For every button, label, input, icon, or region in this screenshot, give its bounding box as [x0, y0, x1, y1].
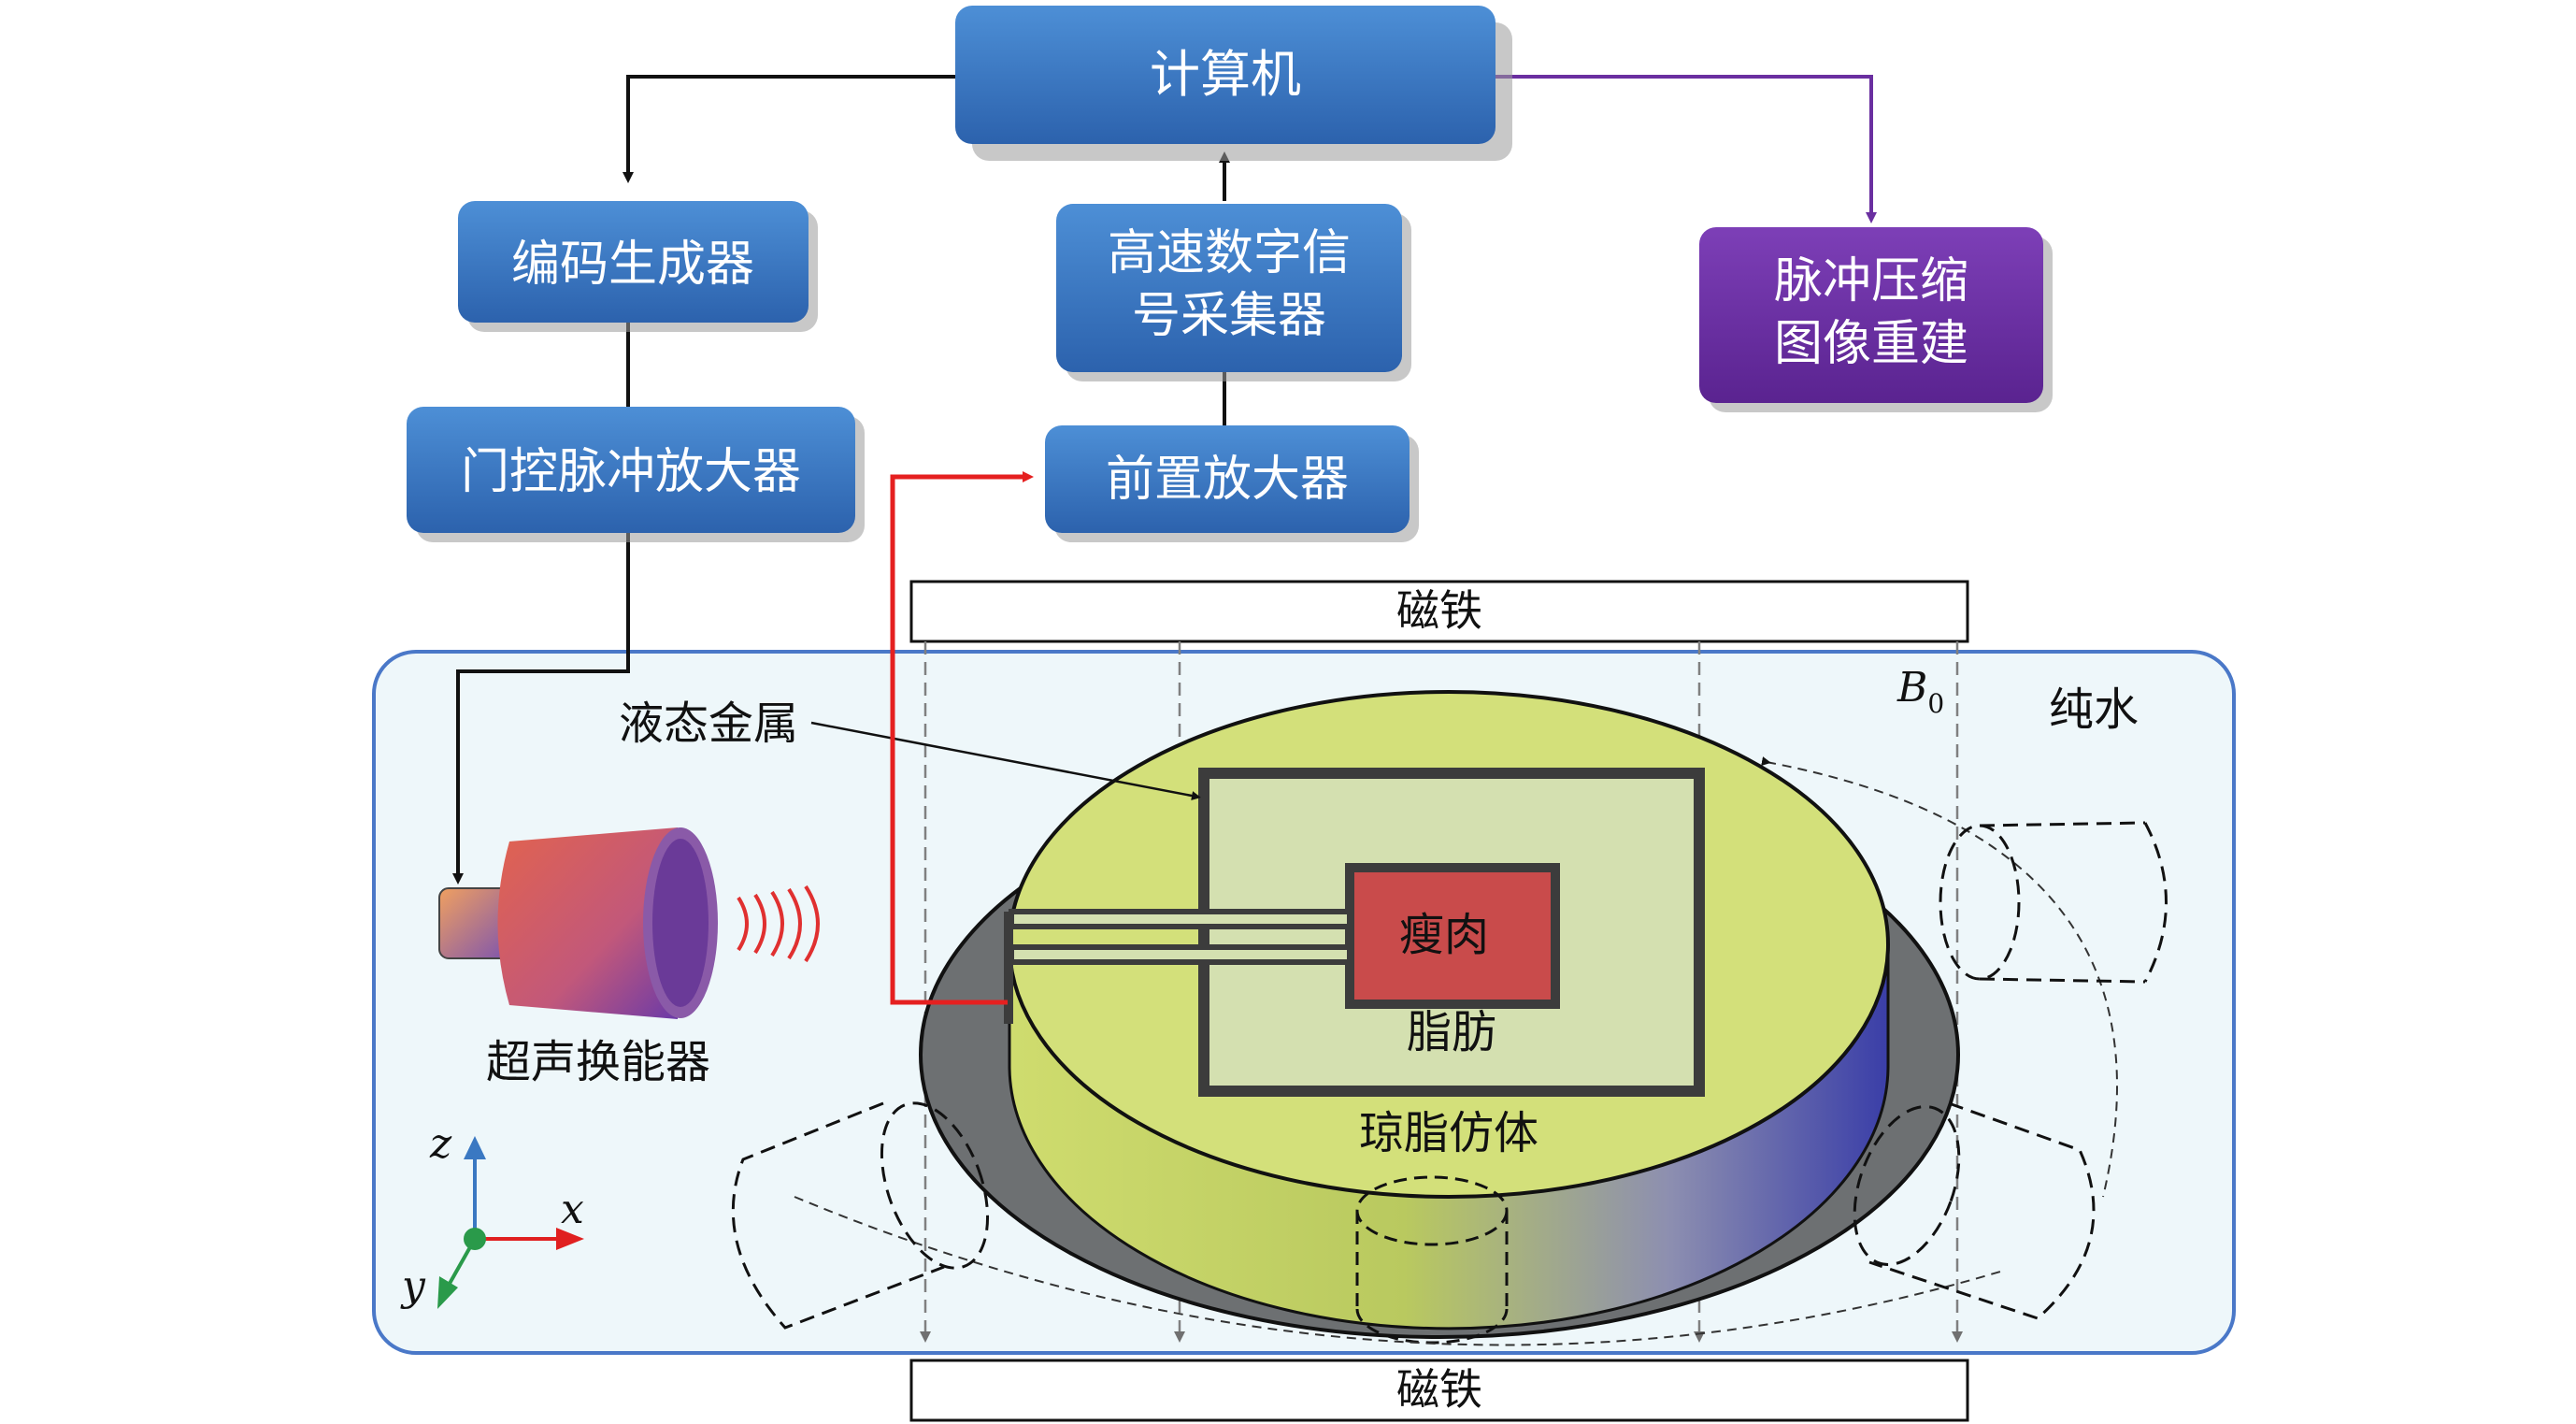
transducer-outline-right [1939, 821, 2168, 984]
ultrasound-transducer: 超声换能器 [438, 827, 820, 1088]
magnet-bottom: 磁铁 [909, 1359, 1969, 1422]
gated-amplifier-label: 门控脉冲放大器 [461, 444, 801, 500]
block-daq: 高速数字信 号采集器 [1056, 204, 1411, 381]
block-gated-amplifier: 门控脉冲放大器 [407, 407, 865, 542]
magnet-top-label: 磁铁 [1396, 585, 1482, 636]
axis-x-label: x [561, 1186, 584, 1233]
lean-meat [1345, 863, 1560, 1009]
axis-z-label: z [429, 1120, 452, 1168]
field-b0-label: B0 [1896, 664, 1944, 719]
transducer-label: 超声换能器 [486, 1036, 710, 1088]
encoder-label: 编码生成器 [511, 237, 754, 293]
daq-label-line2: 号采集器 [1132, 288, 1326, 344]
reconstruction-label-line1: 脉冲压缩 [1774, 253, 1968, 309]
magnet-bottom-label: 磁铁 [1396, 1364, 1482, 1415]
fat-label: 脂肪 [1407, 1006, 1496, 1058]
reconstruction-label-line2: 图像重建 [1774, 316, 1968, 372]
daq-label-line1: 高速数字信 [1108, 225, 1351, 281]
liquid-metal-leader [810, 721, 1201, 800]
signal-connectors [452, 75, 1877, 1005]
block-encoder: 编码生成器 [458, 201, 818, 332]
computer-label: 计算机 [1150, 45, 1301, 104]
pure-water-label: 纯水 [2049, 683, 2139, 736]
block-computer: 计算机 [955, 6, 1512, 161]
sound-wave-icon [737, 885, 820, 963]
liquid-metal-label: 液态金属 [619, 698, 798, 750]
axis-y-label: y [400, 1262, 426, 1310]
transducer-outline-lower-right [1853, 1101, 2096, 1320]
agar-phantom: 瘦肉 脂肪 琼脂仿体 [919, 690, 1960, 1345]
block-preamp: 前置放大器 [1045, 425, 1419, 542]
agar-phantom-label: 琼脂仿体 [1359, 1107, 1538, 1159]
preamp-label: 前置放大器 [1106, 452, 1349, 508]
lean-meat-label: 瘦肉 [1399, 909, 1489, 961]
transducer-outline-lower-left [731, 1101, 990, 1330]
magnet-top: 磁铁 [909, 580, 1969, 643]
block-reconstruction: 脉冲压缩 图像重建 [1699, 227, 2053, 412]
rotation-trajectory [731, 756, 2168, 1346]
coordinate-axes: z x y [400, 1120, 584, 1310]
